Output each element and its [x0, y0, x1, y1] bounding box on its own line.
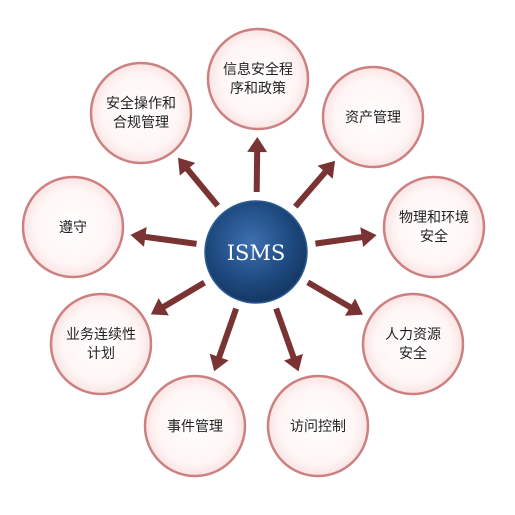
arrow-physical — [314, 227, 377, 248]
arrow-head — [177, 157, 196, 176]
arrow-policy — [247, 136, 268, 193]
node-label-line: 安全 — [399, 345, 427, 362]
arrow-shaft — [161, 280, 206, 310]
arrow-shaft — [314, 234, 364, 247]
center-circle — [204, 200, 308, 304]
node-asset: 资产管理 — [321, 65, 425, 169]
node-continuity: 业务连续性 计划 — [49, 292, 153, 396]
nodes-layer: 信息安全程 序和政策 资产管理 物理和环境 安全 人力资源 安全 访问控制 事件… — [21, 27, 486, 478]
node-label-line: 访问控制 — [290, 419, 346, 435]
node-circle — [89, 61, 193, 165]
arrow-shaft — [293, 169, 329, 209]
node-circle — [21, 175, 125, 279]
node-label-line: 人力资源 — [385, 327, 441, 343]
arrow-operations — [177, 157, 221, 208]
arrow-head — [344, 298, 363, 316]
arrow-head — [284, 353, 303, 372]
center-label: ISMS — [227, 241, 286, 265]
arrow-continuity — [150, 280, 206, 316]
node-access: 访问控制 — [266, 374, 370, 478]
node-label-line: 物理和环境 — [399, 210, 469, 226]
node-policy: 信息安全程 序和政策 — [206, 27, 310, 131]
node-label-line: 安全 — [420, 228, 448, 245]
node-label-line: 序和政策 — [230, 80, 286, 97]
arrow-shaft — [215, 307, 239, 360]
node-physical: 物理和环境 安全 — [382, 175, 486, 279]
node-circle — [49, 292, 153, 396]
arrow-asset — [293, 160, 336, 209]
arrows-layer — [130, 136, 377, 372]
node-circle — [382, 175, 486, 279]
node-label-line: 遵守 — [59, 219, 87, 236]
node-circle — [361, 292, 465, 396]
arrow-shaft — [184, 166, 221, 208]
arrow-head — [130, 226, 147, 247]
node-label-line: 计划 — [87, 346, 115, 362]
node-label-line: 事件管理 — [167, 419, 223, 435]
arrow-hr — [306, 279, 363, 316]
node-circle — [266, 374, 370, 478]
node-compliance: 遵守 — [21, 175, 125, 279]
node-circle — [206, 27, 310, 131]
node-incident: 事件管理 — [143, 374, 247, 478]
arrow-shaft — [273, 307, 297, 360]
arrow-head — [247, 136, 268, 153]
node-label-line: 安全操作和 — [106, 95, 176, 112]
arrow-head — [317, 160, 336, 179]
node-label-line: 合规管理 — [113, 115, 169, 131]
arrow-compliance — [130, 226, 197, 247]
node-operations: 安全操作和 合规管理 — [89, 61, 193, 165]
node-circle — [321, 65, 425, 169]
arrow-head — [360, 227, 377, 248]
node-label-line: 业务连续性 — [66, 326, 136, 343]
arrow-head — [150, 298, 169, 316]
arrow-shaft — [306, 279, 353, 311]
node-label-line: 资产管理 — [345, 110, 401, 126]
node-label-line: 信息安全程 — [223, 61, 293, 78]
node-hr: 人力资源 安全 — [361, 292, 465, 396]
node-circle — [143, 374, 247, 478]
arrow-incident — [209, 307, 239, 372]
center-node: ISMS — [204, 200, 308, 304]
arrow-access — [273, 307, 303, 372]
arrow-head — [209, 353, 229, 372]
arrow-shaft — [143, 233, 197, 247]
